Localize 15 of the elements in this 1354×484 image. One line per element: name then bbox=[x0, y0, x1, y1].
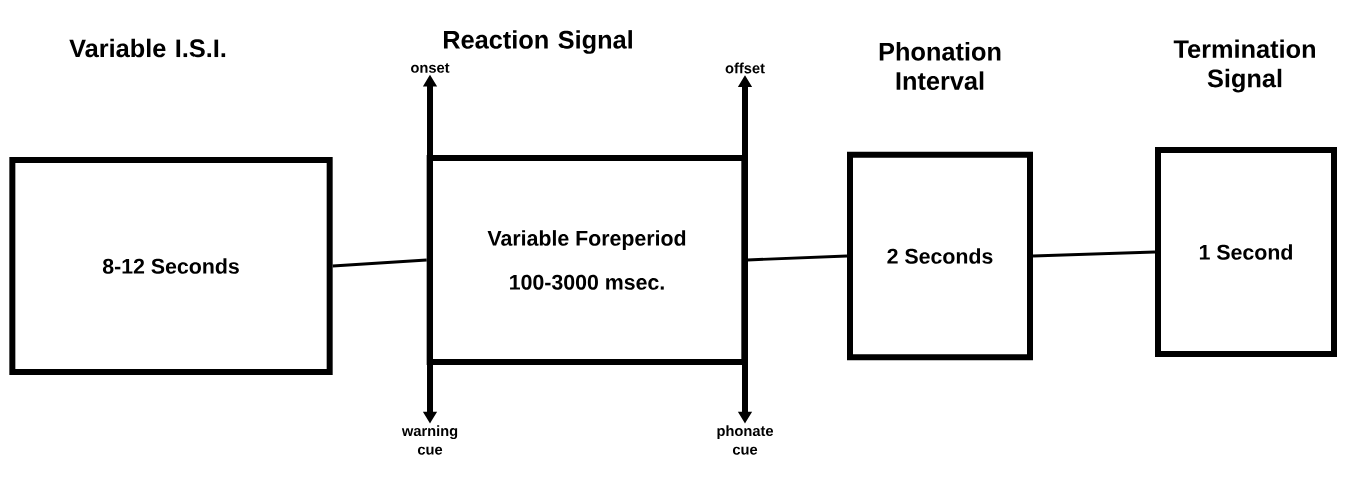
heading: Variable I.S.I. bbox=[69, 38, 226, 58]
process-box: 8-12 Seconds bbox=[9, 157, 333, 375]
process-box: 2 Seconds bbox=[847, 151, 1033, 361]
process-box: Variable Foreperiod 100-3000 msec. bbox=[426, 155, 748, 365]
heading: Phonation Interval bbox=[879, 42, 1001, 90]
event-label: onset bbox=[411, 63, 450, 73]
event-label: phonate cue bbox=[717, 425, 773, 455]
event-label: warning cue bbox=[401, 425, 458, 455]
heading: Termination Signal bbox=[1173, 39, 1315, 93]
connector-line bbox=[747, 254, 848, 262]
connector-line bbox=[332, 258, 427, 268]
process-box: 1 Second bbox=[1155, 147, 1337, 357]
event-label: offset bbox=[725, 62, 765, 74]
heading: Reaction Signal bbox=[444, 30, 632, 54]
connector-line bbox=[1032, 250, 1156, 258]
